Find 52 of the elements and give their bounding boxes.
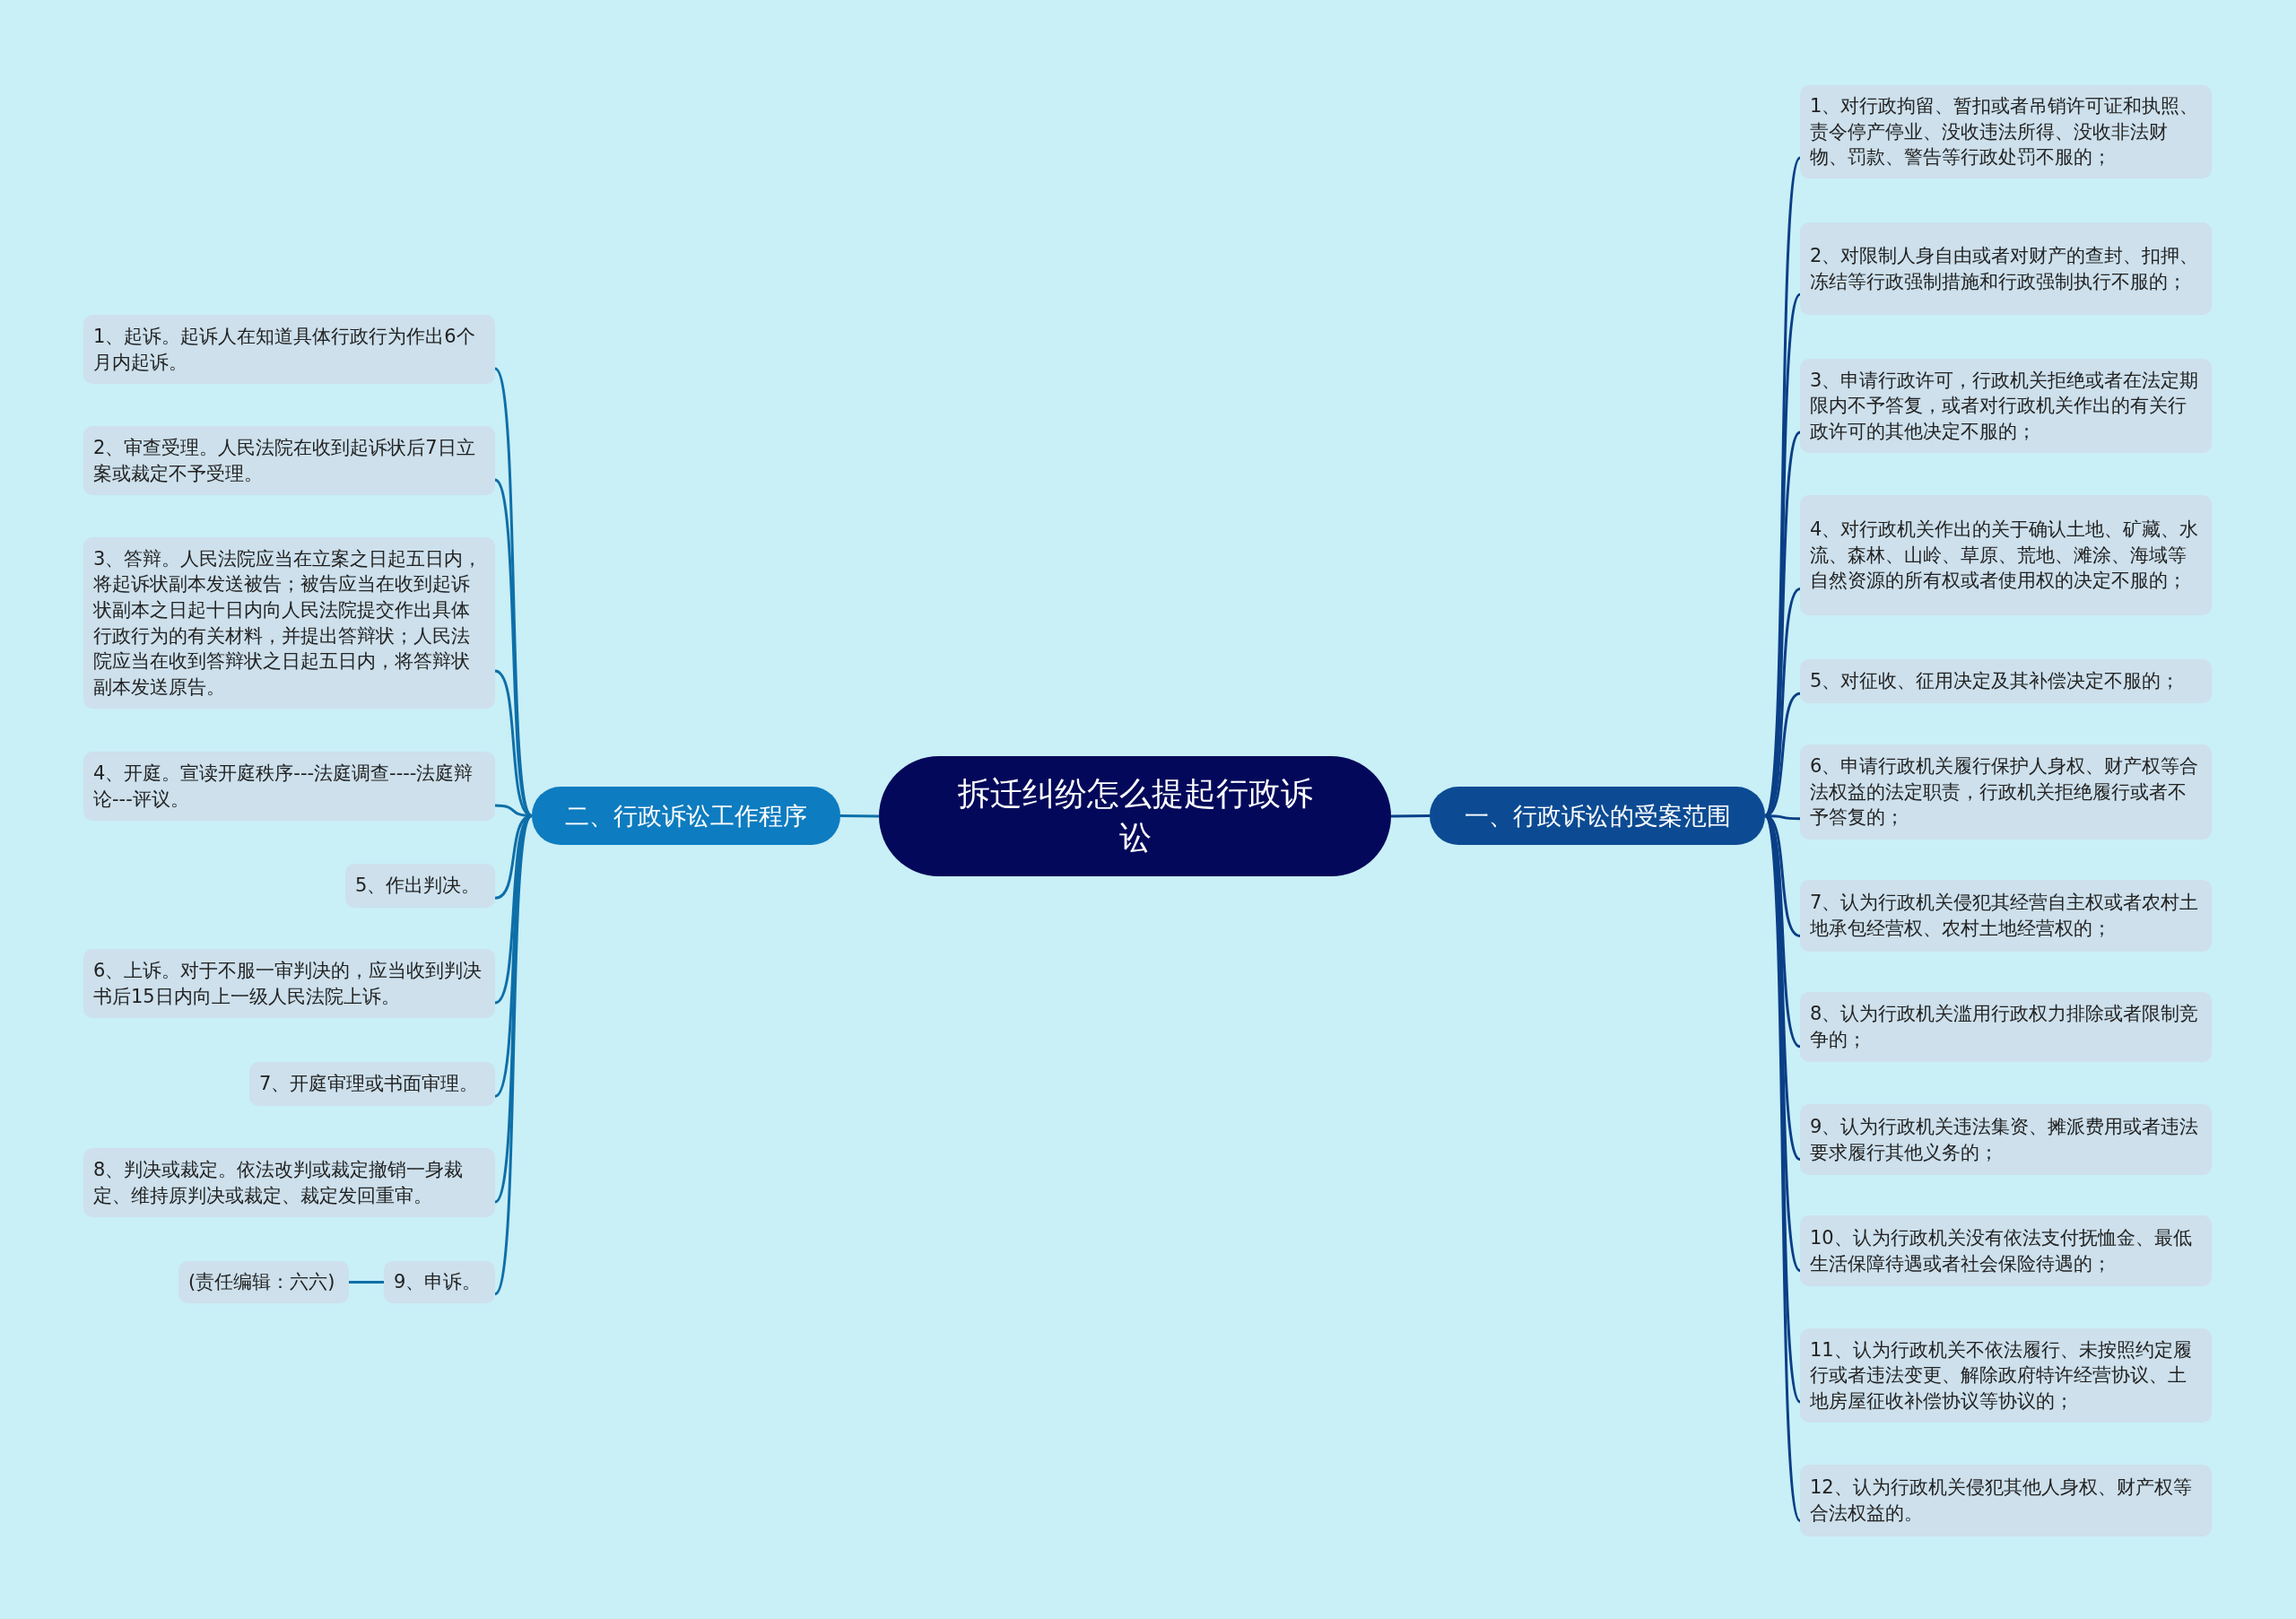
topic-card [1800,359,2212,453]
topic-text: 9、认为行政机关违法集资、摊派费用或者违法要求履行其他义务的； [1810,1114,2200,1165]
topic-text: 5、作出判决。 [355,874,481,899]
topic-card [384,1261,495,1303]
topic-text: 7、开庭审理或书面审理。 [259,1072,479,1097]
topic-card [1800,85,2212,178]
topic-text: 二、行政诉讼工作程序 [565,800,807,831]
topic-text: 4、开庭。宣读开庭秩序---法庭调查----法庭辩论---评议。 [93,761,474,812]
topic-card [178,1261,349,1303]
topic-text: 1、对行政拘留、暂扣或者吊销许可证和执照、责令停产停业、没收违法所得、没收非法财物、罚款、警告等行政处罚不服的； [1810,94,2200,170]
connector-line [349,1281,384,1284]
connector-line [493,814,534,1295]
topic-text: 3、申请行政许可，行政机关拒绝或者在法定期限内不予答复，或者对行政机关作出的有关行政许可的其他决定不服的； [1810,368,2200,444]
topic-text: 4、对行政机关作出的关于确认土地、矿藏、水流、森林、山岭、草原、荒地、滩涂、海域等自然资源的所有权或者使用权的决定不服的； [1810,518,2200,594]
topic-text: 1、起诉。起诉人在知道具体行政行为作出6个月内起诉。 [93,324,476,375]
topic-card [83,537,495,709]
topic-card [1800,1104,2212,1175]
topic-text: 3、答辩。人民法院应当在立案之日起五日内，将起诉状副本发送被告；被告应当在收到起诉状副本之日起十日内向人民法院提交作出具体行政行为的有关材料，并提出答辩状；人民法院应当在收到答辩状之日起五日内，将答辩状副本发送原告。 [93,546,483,700]
topic-text: 一、行政诉讼的受案范围 [1464,800,1731,831]
topic-card [1800,495,2212,615]
topic-card [345,864,495,908]
topic-card [1800,1215,2212,1286]
topic-card [1800,880,2212,952]
topic-text: 6、申请行政机关履行保护人身权、财产权等合法权益的法定职责，行政机关拒绝履行或者不予答复的； [1810,754,2200,831]
topic-card [1800,1328,2212,1423]
topic-text: 6、上诉。对于不服一审判决的，应当收到判决书后15日内向上一级人民法院上诉。 [93,958,483,1009]
topic-text: 10、认为行政机关没有依法支付抚恤金、最低生活保障待遇或者社会保险待遇的； [1810,1225,2193,1276]
topic-card [1800,744,2212,840]
topic-text: 5、对征收、征用决定及其补偿决定不服的； [1810,669,2180,694]
topic-card [83,315,495,384]
topic-card [1800,659,2212,703]
topic-text: 8、判决或裁定。依法改判或裁定撤销一身裁定、维持原判决或裁定、裁定发回重审。 [93,1157,465,1208]
topic-card [83,1148,495,1217]
topic-text: 2、对限制人身自由或者对财产的查封、扣押、冻结等行政强制措施和行政强制执行不服的； [1810,243,2200,294]
topic-text: 9、申诉。 [394,1270,482,1295]
connector-line [840,814,879,818]
topic-card [1800,992,2212,1062]
topic-card [83,949,495,1018]
topic-card [249,1062,495,1106]
topic-card [1800,222,2212,315]
connector-line [493,479,534,817]
topic-text: 11、认为行政机关不依法履行、未按照约定履行或者违法变更、解除政府特许经营协议、土地房屋征收补偿协议等协议的； [1810,1337,2193,1414]
topic-text: 拆迁纠纷怎么提起行政诉讼 [956,774,1314,857]
topic-text: 7、认为行政机关侵犯其经营自主权或者农村土地承包经营权、农村土地经营权的； [1810,891,2200,941]
topic-text: 8、认为行政机关滥用行政权力排除或者限制竞争的； [1810,1002,2200,1052]
topic-text: 12、认为行政机关侵犯其他人身权、财产权等合法权益的。 [1810,1475,2193,1526]
topic-card [83,752,495,821]
topic-card [1800,1465,2212,1536]
topic-text: (责任编辑：六六) [188,1270,335,1295]
connector-line [1391,814,1430,818]
topic-text: 2、审查受理。人民法院在收到起诉状后7日立案或裁定不予受理。 [93,435,476,486]
topic-card [83,426,495,495]
